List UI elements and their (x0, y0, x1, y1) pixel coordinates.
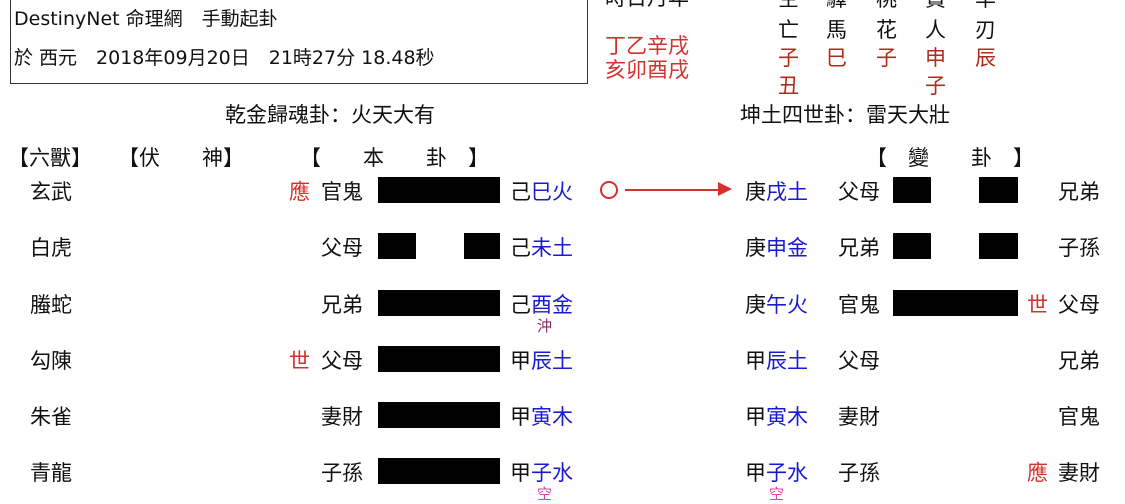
shi-marker: 世 (289, 349, 310, 373)
changed-six-relative: 兄弟 (1058, 180, 1100, 204)
pillars-branches: 亥卯酉戌 (605, 58, 689, 82)
changed-six-relative: 官鬼 (1058, 405, 1100, 429)
shensha-value: 子 (925, 74, 946, 98)
shensha-value: 丑 (778, 74, 799, 98)
changed-six-relative: 兄弟 (1058, 349, 1100, 373)
changed-yin-line-left (893, 177, 931, 203)
arrow-head-icon (718, 182, 732, 196)
six-beast: 朱雀 (30, 405, 72, 429)
void-marker: 空 (769, 485, 785, 503)
original-yang-line (378, 290, 500, 316)
header-changed-hexagram: 【 變 卦 】 (866, 146, 1034, 170)
shensha-name-top: 驛 (826, 0, 847, 13)
changed-stem-branch: 庚戌土 (745, 180, 808, 204)
header-original-hexagram: 【 本 卦 】 (300, 146, 489, 170)
shensha-value: 子 (778, 46, 799, 70)
shi-marker: 世 (1027, 293, 1048, 317)
original-stem-branch: 甲寅木 (510, 405, 573, 429)
original-stem-branch: 己酉金 (510, 293, 573, 317)
six-beast: 勾陳 (30, 349, 72, 373)
void-marker: 空 (537, 485, 553, 503)
changed-stem-branch: 甲子水 (745, 461, 808, 485)
changed-yang-line (893, 290, 1018, 316)
changed-relative: 子孫 (838, 461, 880, 485)
changed-stem-branch: 甲辰土 (745, 349, 808, 373)
changed-relative: 父母 (838, 349, 880, 373)
pillars-stems: 丁乙辛戌 (605, 34, 689, 58)
changed-stem-branch: 甲寅木 (745, 405, 808, 429)
six-beast: 玄武 (30, 180, 72, 204)
shensha-value: 辰 (975, 46, 996, 70)
shensha-value: 子 (876, 46, 897, 70)
original-yang-line (378, 402, 500, 428)
shensha-name-top: 貴 (925, 0, 946, 13)
shensha-name-top: 桃 (876, 0, 897, 13)
clash-marker: 沖 (537, 317, 553, 335)
changed-six-relative: 父母 (1058, 293, 1100, 317)
changed-yin-line-right (979, 177, 1018, 203)
six-relative: 官鬼 (321, 180, 363, 204)
changed-relative: 兄弟 (838, 236, 880, 260)
six-beast: 青龍 (30, 461, 72, 485)
shensha-name-bottom: 人 (925, 18, 946, 42)
divination-datetime: 於 西元 2018年09月20日 21時27分 18.48秒 (14, 47, 435, 69)
six-relative: 兄弟 (321, 293, 363, 317)
original-stem-branch: 甲辰土 (510, 349, 573, 373)
moving-line-circle-icon (600, 181, 618, 199)
shensha-name-bottom: 馬 (826, 18, 847, 42)
original-yang-line (378, 458, 500, 484)
pillars-label: 時日月年 (605, 0, 689, 10)
ying-marker: 應 (1027, 461, 1048, 485)
header-six-beasts: 【六獸】 (8, 146, 92, 170)
six-relative: 子孫 (321, 461, 363, 485)
six-beast: 螣蛇 (30, 293, 72, 317)
original-stem-branch: 甲子水 (510, 461, 573, 485)
shensha-value: 申 (925, 46, 946, 70)
original-hexagram-title: 乾金歸魂卦：火天大有 (225, 103, 435, 127)
six-relative: 父母 (321, 236, 363, 260)
original-yin-line-left (378, 233, 416, 259)
shensha-name-bottom: 刃 (975, 18, 996, 42)
changed-hexagram-title: 坤土四世卦：雷天大壯 (740, 103, 950, 127)
changed-six-relative: 子孫 (1058, 236, 1100, 260)
six-relative: 父母 (321, 349, 363, 373)
original-yin-line-right (464, 233, 500, 259)
changed-stem-branch: 庚申金 (745, 236, 808, 260)
changed-relative: 父母 (838, 180, 880, 204)
shensha-name-top: 空 (778, 0, 799, 13)
changed-yin-line-right (979, 233, 1018, 259)
original-yang-line (378, 346, 500, 372)
six-relative: 妻財 (321, 405, 363, 429)
shensha-name-bottom: 亡 (778, 18, 799, 42)
original-yang-line (378, 177, 500, 203)
changed-relative: 妻財 (838, 405, 880, 429)
shensha-value: 巳 (826, 46, 847, 70)
original-stem-branch: 己未土 (510, 236, 573, 260)
arrow-line (625, 189, 725, 191)
changed-stem-branch: 庚午火 (745, 293, 808, 317)
header-box (10, 0, 588, 84)
site-title: DestinyNet 命理網 手動起卦 (14, 8, 278, 30)
changed-yin-line-left (893, 233, 931, 259)
changed-relative: 官鬼 (838, 293, 880, 317)
changed-six-relative: 妻財 (1058, 461, 1100, 485)
original-stem-branch: 己巳火 (510, 180, 573, 204)
header-hidden-spirit: 【伏 神】 (118, 146, 244, 170)
six-beast: 白虎 (30, 236, 72, 260)
shensha-name-top: 羊 (975, 0, 996, 13)
shensha-name-bottom: 花 (876, 18, 897, 42)
ying-marker: 應 (289, 180, 310, 204)
